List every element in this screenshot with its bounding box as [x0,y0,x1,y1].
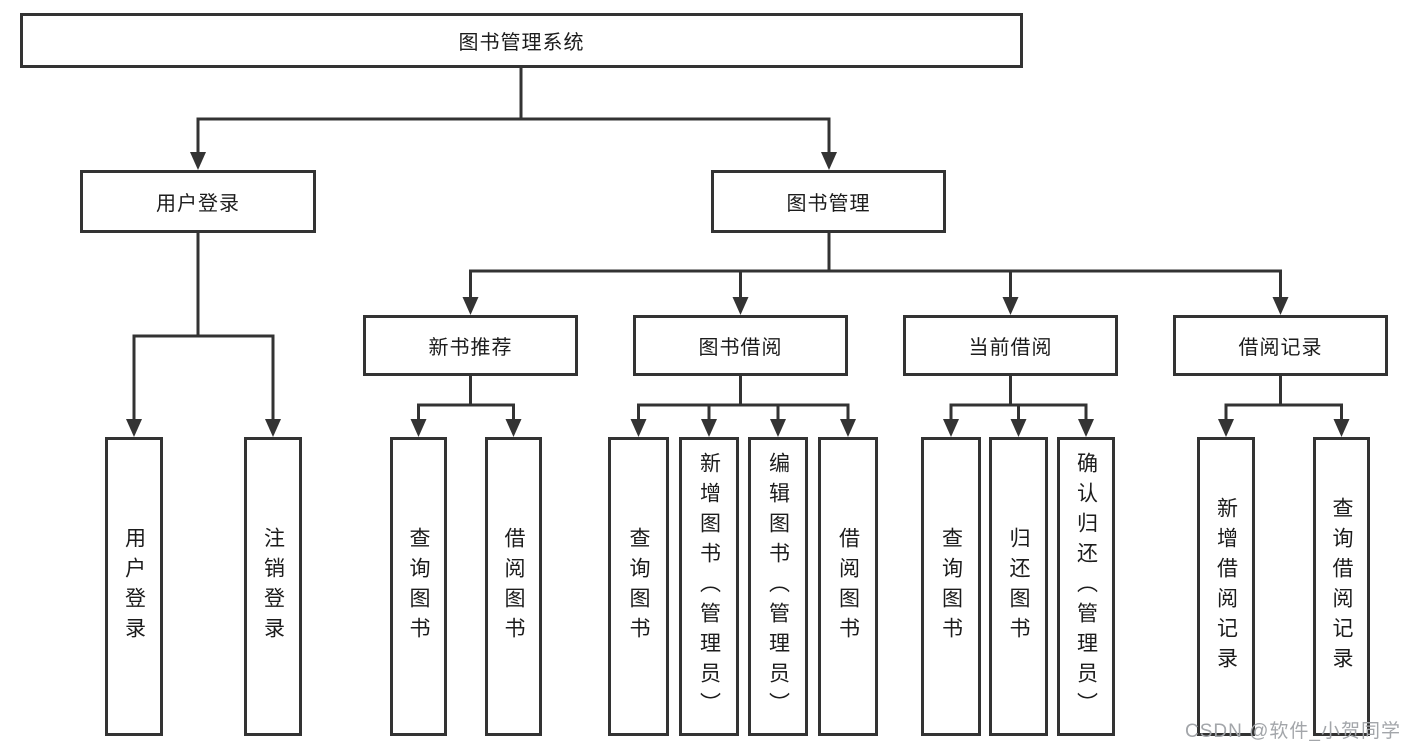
leaf-add-books-admin: 新增图书（管理员） [679,437,739,736]
leaf-borrow-books-1: 借阅图书 [485,437,542,736]
leaf-query-borrow-record: 查询借阅记录 [1313,437,1370,736]
node-book-management-label: 图书管理 [786,193,871,215]
node-root-label: 图书管理系统 [458,32,585,54]
leaf-label: 查询图书 [407,526,430,647]
leaf-label: 借阅图书 [836,526,860,647]
leaf-query-books-3: 查询图书 [921,437,981,736]
node-borrow-records-label: 借阅记录 [1238,337,1323,359]
node-current-borrow-label: 当前借阅 [968,337,1053,359]
leaf-edit-books-admin: 编辑图书（管理员） [748,437,808,736]
node-current-borrow: 当前借阅 [903,315,1118,376]
leaf-add-borrow-record: 新增借阅记录 [1197,437,1255,736]
node-user-login: 用户登录 [80,170,316,233]
node-new-book-recommend: 新书推荐 [363,315,578,376]
node-user-login-label: 用户登录 [156,193,240,215]
leaf-label: 查询借阅记录 [1330,496,1353,677]
leaf-query-books-2: 查询图书 [608,437,669,736]
leaf-label: 查询图书 [939,526,963,647]
node-new-book-recommend-label: 新书推荐 [428,337,513,359]
leaf-label: 新增借阅记录 [1214,496,1238,677]
leaf-user-login: 用户登录 [105,437,163,736]
node-book-borrow-label: 图书借阅 [698,337,783,359]
leaf-label: 用户登录 [122,526,146,647]
leaf-return-books: 归还图书 [989,437,1048,736]
leaf-logout: 注销登录 [244,437,302,736]
leaf-label: 确认归还（管理员） [1074,451,1098,722]
leaf-label: 查询图书 [627,526,650,647]
leaf-label: 注销登录 [261,526,285,647]
leaf-label: 归还图书 [1007,526,1030,647]
node-book-management: 图书管理 [711,170,946,233]
node-borrow-records: 借阅记录 [1173,315,1388,376]
leaf-label: 编辑图书（管理员） [766,451,790,722]
leaf-query-books-1: 查询图书 [390,437,447,736]
leaf-label: 新增图书（管理员） [697,451,721,722]
leaf-label: 借阅图书 [502,526,525,647]
node-root-system: 图书管理系统 [20,13,1023,68]
leaf-borrow-books-2: 借阅图书 [818,437,878,736]
node-book-borrow: 图书借阅 [633,315,848,376]
leaf-confirm-return-admin: 确认归还（管理员） [1057,437,1115,736]
